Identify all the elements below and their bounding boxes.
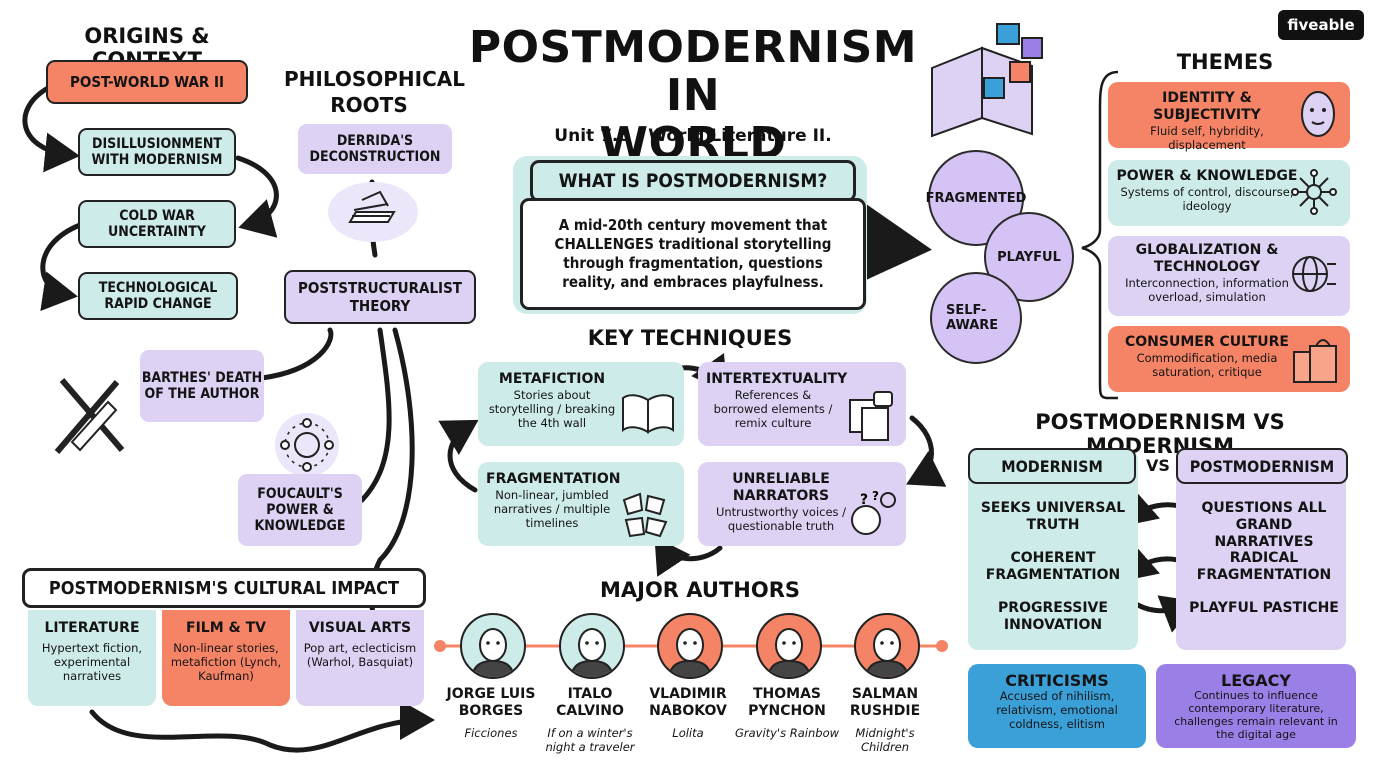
author-work: Midnight's Children	[855, 726, 915, 754]
author-work: Gravity's Rainbow	[734, 726, 840, 740]
impact-film: FILM & TV Non-linear stories, metafictio…	[162, 610, 290, 706]
author-portrait	[460, 613, 526, 679]
face-mirror-icon	[1301, 91, 1335, 137]
origin-post-ww2: POST-WORLD WAR II	[46, 60, 248, 104]
person-icon	[668, 628, 712, 677]
techniques-heading: KEY TECHNIQUES	[587, 326, 793, 350]
theme-globalization-desc: Interconnection, information overload, s…	[1125, 276, 1289, 304]
author-name: JORGE LUIS BORGES	[446, 686, 536, 719]
postmodernism-item-2: RADICAL FRAGMENTATION	[1196, 550, 1332, 583]
person-icon	[570, 628, 614, 677]
impact-literature-title: LITERATURE	[44, 620, 140, 636]
crossed-pen-icon	[54, 378, 125, 454]
technique-fragmentation-title: FRAGMENTATION	[486, 471, 621, 487]
author-work: If on a winter's night a traveler	[545, 726, 635, 754]
impact-literature: LITERATURE Hypertext fiction, experiment…	[28, 610, 156, 706]
author-name: THOMAS PYNCHON	[748, 686, 826, 719]
impact-film-desc: Non-linear stories, metafiction (Lynch, …	[170, 641, 282, 683]
globe-circuit-icon	[1292, 256, 1336, 292]
modernism-item-2: COHERENT FRAGMENTATION	[985, 550, 1121, 583]
theme-identity: IDENTITY & SUBJECTIVITY Fluid self, hybr…	[1108, 82, 1350, 152]
derrida-box: DERRIDA'S DECONSTRUCTION	[298, 124, 452, 174]
themes-heading: THEMES	[1176, 50, 1274, 74]
theme-globalization: GLOBALIZATION & TECHNOLOGY Interconnecti…	[1108, 236, 1350, 316]
author-name: ITALO CALVINO	[556, 686, 624, 719]
person-icon	[767, 628, 811, 677]
technique-intertextuality-title: INTERTEXTUALITY	[706, 371, 848, 387]
theme-power-desc: Systems of control, discourse, ideology	[1120, 185, 1294, 213]
broken-pieces-icon	[622, 492, 668, 538]
modernism-item-1: SEEKS UNIVERSAL TRUTH	[980, 500, 1126, 533]
technique-fragmentation: FRAGMENTATION Non-linear, jumbled narrat…	[478, 462, 684, 546]
modernism-label: MODERNISM	[968, 448, 1136, 484]
criticisms-box: CRITICISMS Accused of nihilism, relativi…	[968, 664, 1146, 748]
fiveable-logo: fiveable	[1278, 10, 1364, 40]
open-book-icon	[622, 394, 674, 434]
origin-disillusionment: DISILLUSIONMENT WITH MODERNISM	[78, 128, 236, 176]
theme-identity-title: IDENTITY & SUBJECTIVITY	[1153, 90, 1261, 123]
what-is-body: A mid-20th century movement that CHALLEN…	[520, 198, 866, 310]
author-portrait	[559, 613, 625, 679]
book-puzzle-icon	[931, 23, 1043, 138]
impact-visual: VISUAL ARTS Pop art, eclecticism (Warhol…	[296, 610, 424, 706]
person-icon	[471, 628, 515, 677]
impact-literature-desc: Hypertext fiction, experimental narrativ…	[41, 641, 143, 683]
person-icon	[865, 628, 909, 677]
quality-self-aware: SELF-AWARE	[930, 272, 1022, 364]
theme-power: POWER & KNOWLEDGE Systems of control, di…	[1108, 160, 1350, 226]
origin-technological: TECHNOLOGICAL RAPID CHANGE	[78, 272, 238, 320]
legacy-title: LEGACY	[1221, 671, 1291, 690]
criticisms-title: CRITICISMS	[1005, 671, 1109, 690]
legacy-box: LEGACY Continues to influence contempora…	[1156, 664, 1356, 748]
confused-head-icon: ? ?	[851, 489, 896, 535]
papers-icon	[328, 182, 418, 242]
author-name: VLADIMIR NABOKOV	[649, 686, 727, 719]
svg-text:?: ?	[872, 489, 879, 503]
title-line-1: POSTMODERNISM IN	[468, 22, 918, 121]
what-is-heading: WHAT IS POSTMODERNISM?	[530, 160, 856, 202]
network-circle-icon	[275, 413, 339, 477]
author-name: SALMAN RUSHDIE	[849, 686, 921, 719]
theme-consumer-title: CONSUMER CULTURE	[1124, 334, 1289, 350]
postmodernism-item-3: PLAYFUL PASTICHE	[1189, 600, 1339, 616]
technique-metafiction-desc: Stories about storytelling / breaking th…	[488, 388, 616, 430]
technique-unreliable-desc: Untrustworthy voices / questionable trut…	[715, 505, 847, 533]
technique-intertextuality-desc: References & borrowed elements / remix c…	[713, 388, 833, 430]
author-work: Lolita	[672, 726, 704, 740]
poststructuralist-box: POSTSTRUCTURALIST THEORY	[284, 270, 476, 324]
vs-heading: POSTMODERNISM VS MODERNISM	[1035, 410, 1285, 458]
theme-consumer-desc: Commodification, media saturation, criti…	[1136, 351, 1278, 379]
author-portrait	[657, 613, 723, 679]
impact-visual-desc: Pop art, eclecticism (Warhol, Basquiat)	[303, 641, 417, 669]
technique-unreliable-title: UNRELIABLE NARRATORS	[732, 471, 830, 504]
technique-metafiction-title: METAFICTION	[498, 371, 606, 387]
network-icon	[1291, 169, 1337, 215]
vs-label: VS	[1146, 456, 1170, 475]
criticisms-desc: Accused of nihilism, relativism, emotion…	[996, 689, 1118, 731]
origin-cold-war: COLD WAR UNCERTAINTY	[78, 200, 236, 248]
legacy-desc: Continues to influence contemporary lite…	[1174, 689, 1338, 741]
postmodernism-label: POSTMODERNISM	[1176, 448, 1348, 484]
impact-visual-title: VISUAL ARTS	[308, 620, 412, 636]
impact-film-title: FILM & TV	[186, 620, 266, 636]
shopping-bag-icon	[1293, 339, 1337, 383]
impact-heading: POSTMODERNISM'S CULTURAL IMPACT	[22, 568, 426, 608]
foucault-box: FOUCAULT'S POWER & KNOWLEDGE	[238, 474, 362, 546]
authors-heading: MAJOR AUTHORS	[599, 578, 800, 602]
documents-icon	[849, 391, 893, 441]
philosophy-heading: PHILOSOPHICAL ROOTS	[284, 67, 466, 117]
theme-globalization-title: GLOBALIZATION & TECHNOLOGY	[1135, 242, 1279, 275]
modernism-item-3: PROGRESSIVE INNOVATION	[998, 600, 1108, 633]
theme-identity-desc: Fluid self, hybridity, displacement	[1150, 124, 1264, 152]
postmodernism-item-1: QUESTIONS ALL GRAND NARRATIVES	[1201, 500, 1327, 550]
barthes-box: BARTHES' DEATH OF THE AUTHOR	[140, 350, 264, 422]
theme-power-title: POWER & KNOWLEDGE	[1116, 168, 1298, 184]
author-portrait	[756, 613, 822, 679]
author-portrait	[854, 613, 920, 679]
author-work: Ficciones	[464, 726, 518, 740]
page-subtitle: Unit 7.8 | World Literature II.	[554, 126, 832, 146]
technique-fragmentation-desc: Non-linear, jumbled narratives / multipl…	[493, 488, 611, 530]
svg-text:?: ?	[860, 492, 868, 508]
